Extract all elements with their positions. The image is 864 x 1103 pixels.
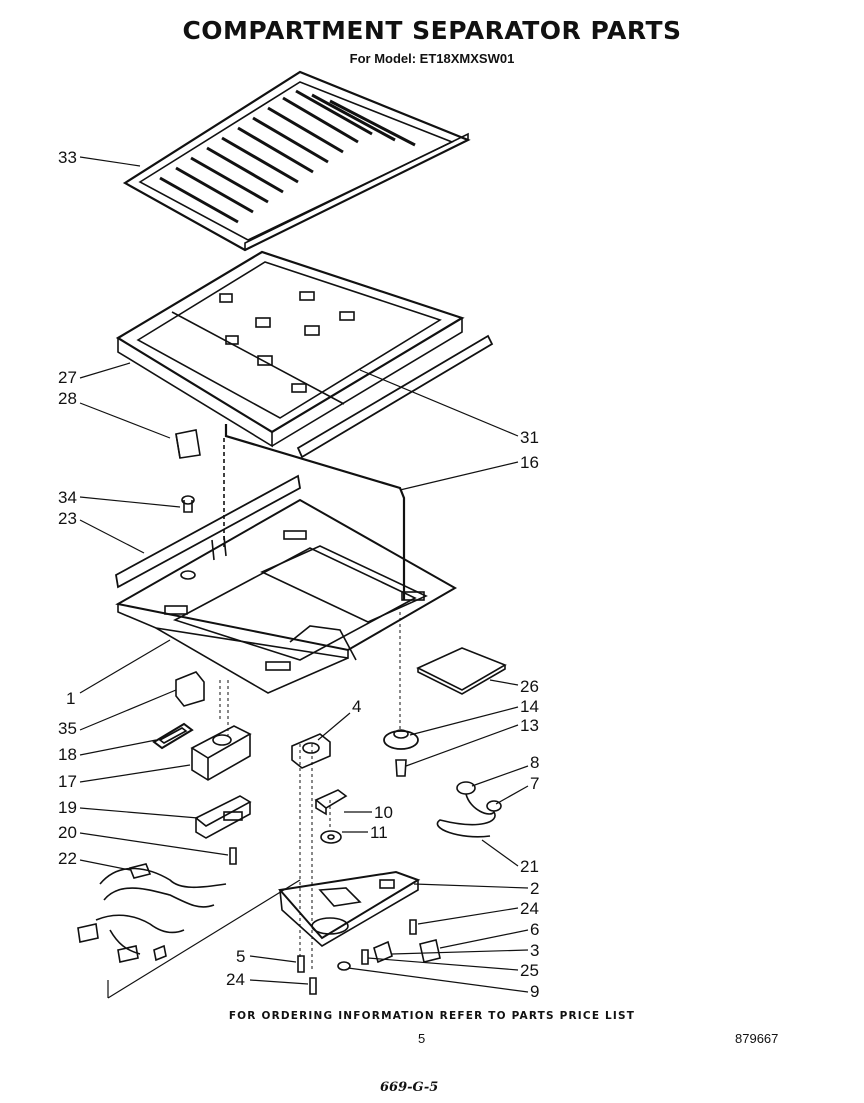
callout-24-upper: 24 [520,899,539,918]
ordering-note: FOR ORDERING INFORMATION REFER TO PARTS … [228,1010,636,1022]
callout-35: 35 [58,719,77,738]
part-6-connector [419,939,441,963]
part-10-thermistor [314,789,348,816]
part-19-bracket [194,795,252,839]
callout-17: 17 [58,772,77,791]
callout-19: 19 [58,798,77,817]
callout-26: 26 [520,677,539,696]
part-24-screw-upper [409,919,417,935]
callout-22: 22 [58,849,77,868]
callout-25: 25 [520,961,539,980]
part-9-grommet [337,961,351,971]
part-21-lead-wire [436,793,496,838]
part-34-screw [181,495,195,513]
page-number: 5 [418,1031,426,1046]
drawing-number: 879667 [735,1031,779,1046]
part-35-knob [175,671,205,707]
callout-24-lower: 24 [226,970,245,989]
callout-3: 3 [530,941,539,960]
callout-28: 28 [58,389,77,408]
part-11-grommet [320,830,342,844]
part-23-base-panel [115,474,458,694]
callout-34: 34 [58,488,77,507]
part-8-terminal [456,781,476,795]
leader-lines [79,156,529,993]
callout-27: 27 [58,368,77,387]
callout-2: 2 [530,879,539,898]
callout-14: 14 [520,697,539,716]
part-25-screw [361,949,369,965]
callout-8: 8 [530,753,539,772]
part-22-harness [77,863,227,963]
callout-13: 13 [520,716,539,735]
part-13-screw [395,759,407,777]
callout-31: 31 [520,428,539,447]
callout-9: 9 [530,982,539,1001]
part-17-control-housing [190,725,252,781]
model-subtitle: For Model: ET18XMXSW01 [349,51,515,66]
harness-bracket-lines [107,879,301,999]
callout-6: 6 [530,920,539,939]
part-3-switch [373,940,393,964]
callout-4: 4 [352,697,361,716]
part-24-screw-lower [309,977,317,995]
callout-7: 7 [530,774,539,793]
callout-18: 18 [58,745,77,764]
callout-16: 16 [520,453,539,472]
callout-11: 11 [370,823,388,842]
part-20-screw [229,847,237,865]
callout-10: 10 [374,803,393,822]
part-26-duct-cover [416,647,507,695]
callout-20: 20 [58,823,77,842]
part-27-separator-frame [115,250,465,448]
callout-5: 5 [236,947,245,966]
guide-lines [219,612,401,970]
part-33-grille-shelf [122,70,471,252]
callout-33: 33 [58,148,77,167]
part-31-trim-strip [296,334,494,459]
part-18-bezel [152,722,194,750]
callout-labels: 33 27 28 31 16 34 23 1 26 35 4 14 18 13 … [58,148,539,1001]
callout-1: 1 [66,689,75,708]
part-14-grommet [383,729,419,750]
part-28-cap [175,429,201,459]
callout-23: 23 [58,509,77,528]
part-2-fan-base [278,870,421,947]
part-5-screw [297,955,305,973]
diagram-title: COMPARTMENT SEPARATOR PARTS [182,16,682,45]
callout-21: 21 [520,857,539,876]
handwritten-note: 669-G-5 [380,1080,439,1095]
part-4-damper [291,733,331,769]
